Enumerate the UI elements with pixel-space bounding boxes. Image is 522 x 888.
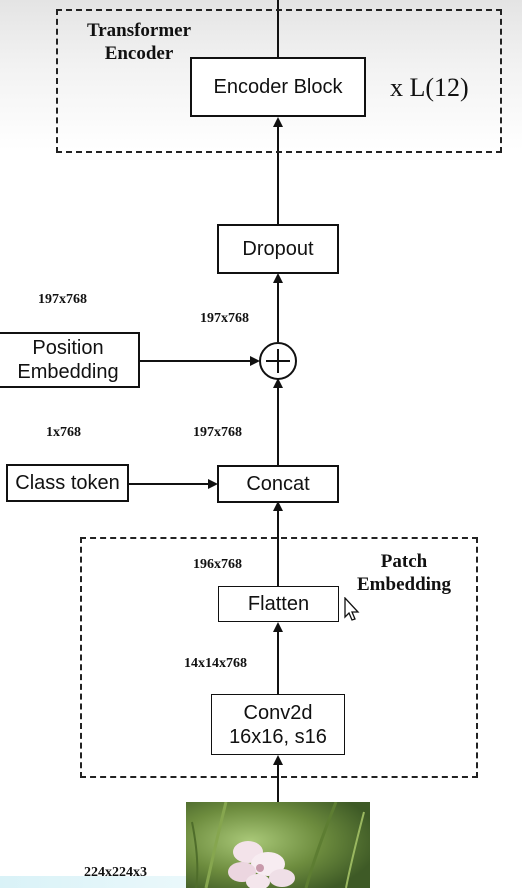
- position-embedding-block[interactable]: Position Embedding: [0, 332, 140, 388]
- conv2d-label-line2: 16x16, s16: [229, 725, 327, 748]
- add-node: [259, 342, 297, 380]
- class-token-dim-label: 1x768: [46, 425, 81, 440]
- bottom-strip: [0, 876, 186, 888]
- class-token-block[interactable]: Class token: [6, 464, 129, 502]
- class-token-label: Class token: [15, 472, 120, 494]
- concat-block[interactable]: Concat: [217, 465, 339, 503]
- dropout-block[interactable]: Dropout: [217, 224, 339, 274]
- encoder-block-label: Encoder Block: [213, 76, 343, 98]
- position-embedding-dim-label: 197x768: [38, 292, 87, 307]
- flatten-label: Flatten: [247, 593, 310, 615]
- dropout-label: Dropout: [242, 238, 314, 260]
- transformer-encoder-title-line1: Transformer: [86, 20, 192, 41]
- encoder-block[interactable]: Encoder Block: [190, 57, 366, 117]
- input-image: [186, 802, 370, 888]
- input-image-dim-label: 224x224x3: [84, 865, 147, 880]
- concat-label: Concat: [246, 473, 310, 495]
- patch-embedding-group: [80, 537, 478, 778]
- conv2d-block[interactable]: Conv2d 16x16, s16: [211, 694, 345, 755]
- position-embedding-label-line1: Position: [32, 337, 104, 359]
- encoder-repeat-label: x L(12): [390, 73, 469, 102]
- position-embedding-label-line2: Embedding: [17, 361, 119, 383]
- flatten-block[interactable]: Flatten: [218, 586, 339, 622]
- conv-dim-label: 14x14x768: [184, 656, 247, 671]
- patch-embedding-title-line2: Embedding: [357, 573, 451, 595]
- patch-embedding-title: Patch Embedding: [344, 551, 464, 597]
- mouse-cursor-icon: [344, 597, 360, 621]
- transformer-encoder-title-line2: Encoder: [104, 42, 174, 64]
- flower-image: [186, 802, 370, 888]
- transformer-encoder-title: Transformer Encoder: [72, 20, 206, 66]
- concat-dim-label: 197x768: [193, 425, 242, 440]
- patch-embedding-title-line1: Patch: [380, 551, 428, 572]
- add-input-dim-label: 197x768: [200, 311, 249, 326]
- flatten-dim-label: 196x768: [193, 557, 242, 572]
- conv2d-label-line1: Conv2d: [243, 701, 313, 724]
- transformer-encoder-group: [56, 9, 502, 153]
